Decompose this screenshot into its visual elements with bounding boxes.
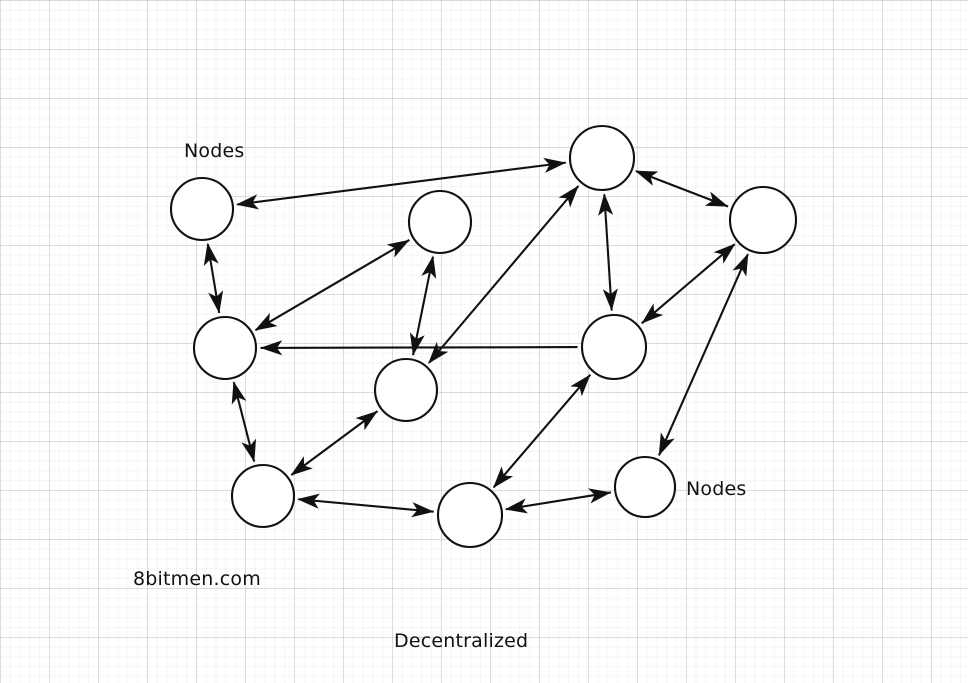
edge-bottom-left-bottom-center <box>297 493 435 518</box>
node-top-left[interactable] <box>169 176 235 242</box>
edge-center-top-center <box>428 185 580 364</box>
node-center[interactable] <box>373 357 439 423</box>
edge-mid-right-mid-left <box>260 340 578 356</box>
nodes-layer <box>169 124 798 549</box>
watermark-8bitmen: 8bitmen.com <box>133 568 261 590</box>
node-mid-right[interactable] <box>580 313 648 381</box>
edge-top-right-mid-right <box>641 243 736 325</box>
edge-top-left-mid-left <box>203 242 224 314</box>
edge-top-center-top-right <box>634 170 729 208</box>
edge-bottom-center-mid-right <box>492 374 592 489</box>
label-nodes-right: Nodes <box>686 478 747 500</box>
node-upper-center[interactable] <box>407 189 473 255</box>
node-top-center[interactable] <box>568 124 636 192</box>
edge-mid-left-upper-center <box>254 239 410 331</box>
edges-layer <box>203 157 749 518</box>
node-bottom-right[interactable] <box>613 455 677 519</box>
node-bottom-center[interactable] <box>436 481 504 549</box>
node-mid-left[interactable] <box>192 315 258 381</box>
edge-top-center-mid-right <box>598 193 618 311</box>
edge-top-right-bottom-right <box>657 253 749 456</box>
edge-upper-center-center <box>409 255 437 356</box>
caption-line-1: Decentralized <box>394 629 529 652</box>
diagram-caption: Decentralized Architecture <box>394 580 528 683</box>
edge-bottom-left-center <box>290 410 379 476</box>
edge-mid-left-bottom-left <box>231 381 257 463</box>
label-nodes-top: Nodes <box>184 140 245 162</box>
edge-top-left-top-center <box>235 157 567 210</box>
edge-bottom-center-bottom-right <box>504 488 612 514</box>
node-top-right[interactable] <box>728 185 798 255</box>
node-bottom-left[interactable] <box>230 463 296 529</box>
